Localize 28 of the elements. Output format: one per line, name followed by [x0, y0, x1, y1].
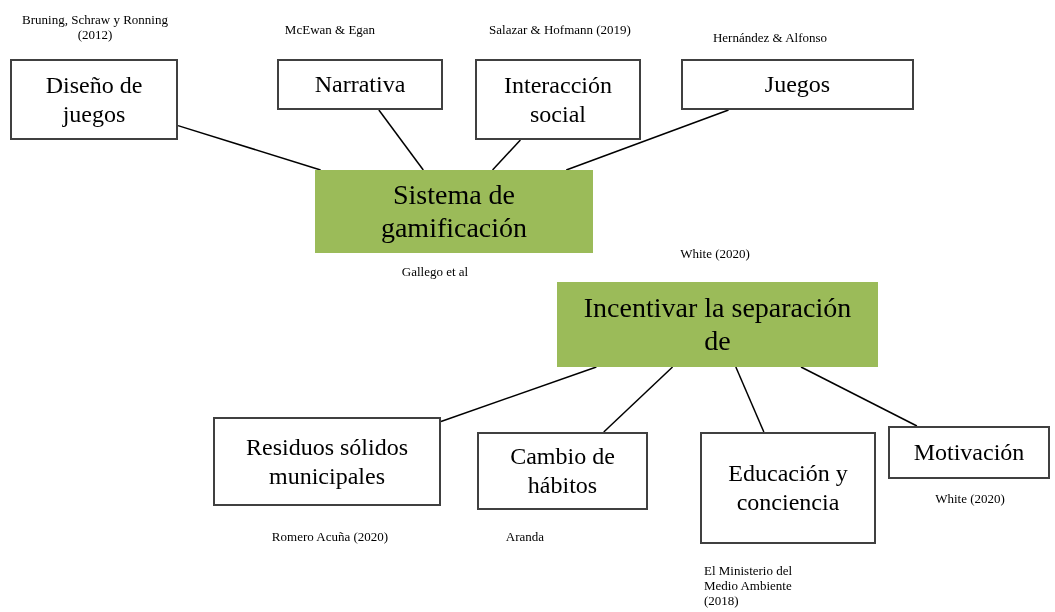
- connector-line: [440, 366, 598, 423]
- connector-line: [378, 109, 425, 171]
- topic-box: Educación y conciencia: [700, 432, 876, 544]
- citation: McEwan & Egan: [283, 22, 377, 37]
- connector-line: [491, 139, 522, 171]
- connector-line: [800, 366, 918, 427]
- topic-box: Diseño de juegos: [10, 59, 178, 140]
- topic-box: Juegos: [681, 59, 914, 110]
- topic-box: Interacción social: [475, 59, 641, 140]
- topic-box: Cambio de hábitos: [477, 432, 648, 510]
- citation: Bruning, Schraw y Ronning (2012): [21, 12, 169, 42]
- connector-line: [603, 366, 674, 433]
- citation: Aranda: [504, 529, 546, 544]
- concept-box: Sistema de gamificación: [315, 170, 593, 253]
- concept-box: Incentivar la separación de: [557, 282, 878, 367]
- citation: Gallego et al: [400, 264, 470, 279]
- citation: Salazar & Hofmann (2019): [488, 22, 632, 37]
- connector-line: [177, 124, 322, 171]
- connector-line: [735, 366, 765, 433]
- citation: White (2020): [679, 246, 751, 261]
- citation: Romero Acuña (2020): [270, 529, 390, 544]
- citation: Hernández & Alfonso: [711, 30, 829, 45]
- topic-box: Motivación: [888, 426, 1050, 479]
- citation: White (2020): [934, 491, 1006, 506]
- topic-box: Residuos sólidos municipales: [213, 417, 441, 506]
- citation: El Ministerio del Medio Ambiente (2018): [704, 563, 794, 608]
- topic-box: Narrativa: [277, 59, 443, 110]
- connector-line: [565, 109, 730, 171]
